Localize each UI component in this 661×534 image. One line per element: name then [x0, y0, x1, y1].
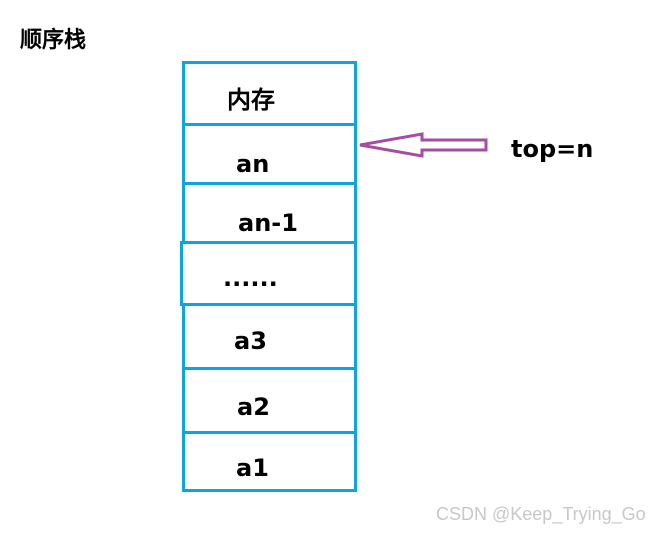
stack-cell-label: an-1 — [238, 209, 298, 237]
stack-cell-a2: a2 — [182, 367, 357, 434]
stack-cell-a3: a3 — [182, 303, 357, 370]
sequential-stack: 内存 an an-1 ...... a3 a2 a1 — [180, 61, 357, 492]
watermark: CSDN @Keep_Trying_Go — [436, 504, 646, 524]
stack-cell-an: an — [182, 123, 357, 185]
page-title: 顺序栈 — [20, 28, 87, 53]
stack-cell-memory: 内存 — [182, 61, 357, 126]
stack-cell-label: ...... — [223, 264, 278, 292]
stack-cell-label: a3 — [234, 327, 267, 355]
stack-cell-ellipsis: ...... — [180, 241, 357, 306]
top-pointer-label: top=n — [511, 135, 594, 163]
stack-cell-a1: a1 — [182, 431, 357, 492]
stack-cell-label: a2 — [237, 393, 270, 421]
stack-cell-label: 内存 — [227, 86, 275, 114]
top-pointer-arrow — [359, 132, 488, 158]
stack-cell-label: a1 — [236, 454, 269, 482]
stack-cell-an-minus-1: an-1 — [182, 182, 357, 244]
arrow-left-icon — [359, 132, 488, 158]
stack-cell-label: an — [236, 150, 270, 178]
